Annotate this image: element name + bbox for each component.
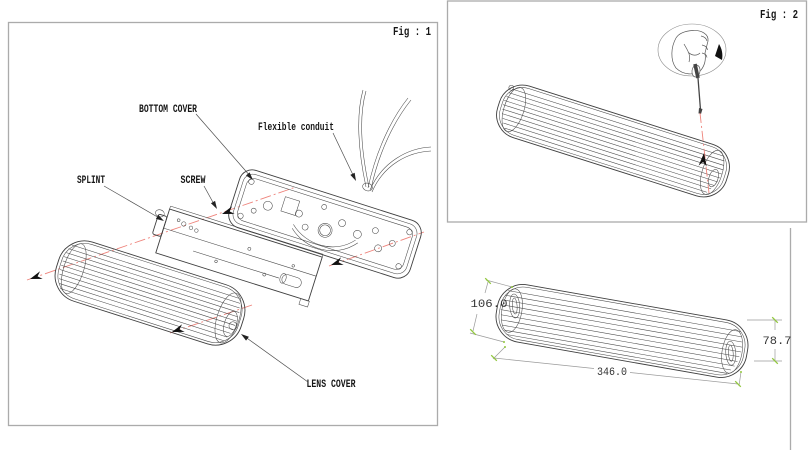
fig2-screw-icon <box>698 153 707 167</box>
screw-label: SCREW <box>181 175 206 187</box>
dimensioned-unit-drawing <box>495 284 749 378</box>
fig2-label: Fig : 2 <box>760 9 798 22</box>
turn-arrow-icon <box>715 44 723 60</box>
flexible-conduit-label: Flexible conduit <box>258 122 334 134</box>
dim-78: 78.7 <box>747 316 792 365</box>
bottom-cover-drawing <box>228 169 422 279</box>
dim-78-text: 78.7 <box>763 336 792 348</box>
dim-106-text: 106.0 <box>471 299 508 311</box>
bottom-cover-label: BOTTOM COVER <box>139 104 197 116</box>
lens-cover-label: LENS COVER <box>307 379 356 391</box>
flexible-conduit-drawing <box>358 89 432 193</box>
lens-cover-drawing <box>54 240 246 346</box>
dim-346-text: 346.0 <box>597 367 627 379</box>
screwdriver-icon <box>693 63 703 114</box>
fig1-border <box>7 21 439 427</box>
centerlines <box>26 186 425 334</box>
splint-label: SPLINT <box>77 175 105 187</box>
fig1-label: Fig : 1 <box>393 26 431 39</box>
hand-screwdriver-detail <box>657 23 727 194</box>
fig2-panel: Fig : 2 <box>446 0 808 223</box>
fig1-panel: Fig : 1 <box>7 21 439 427</box>
fig1-callouts: BOTTOM COVER Flexible conduit SPLINT SCR… <box>77 104 356 391</box>
assembled-unit-drawing <box>496 84 730 198</box>
dim-106: 106.0 <box>469 277 513 343</box>
hand-icon <box>671 30 709 78</box>
screw-icons <box>30 206 344 332</box>
dim-346: 346.0 <box>490 346 742 388</box>
dimension-drawing: 106.0 346.0 78.7 <box>469 228 792 450</box>
fig2-border <box>446 0 808 223</box>
